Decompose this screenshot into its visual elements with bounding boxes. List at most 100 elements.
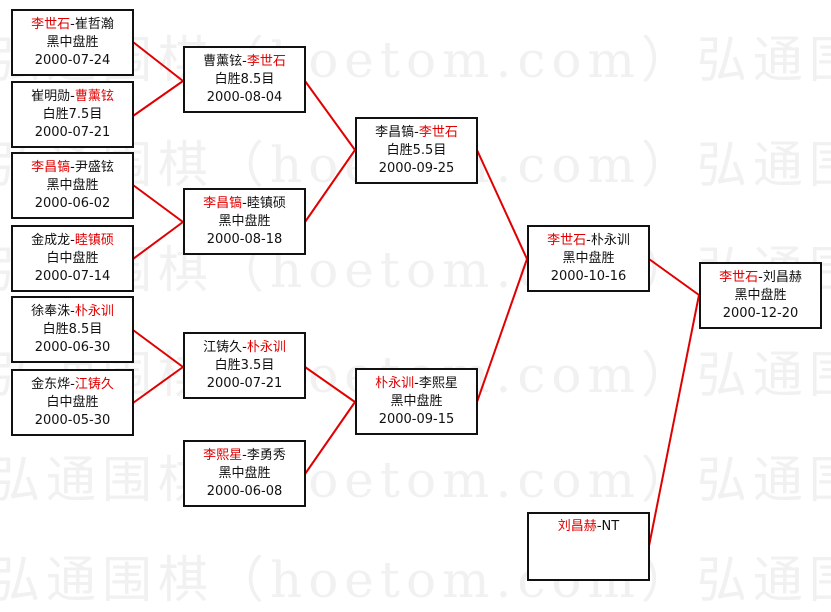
match-players: 李昌镐-尹盛铉 [31, 159, 114, 175]
match-date: 2000-06-08 [206, 483, 283, 499]
player-name: 李世石 [246, 53, 286, 69]
match-result: 黑中盘胜 [562, 250, 615, 266]
match-result: 白胜7.5目 [42, 106, 103, 122]
match-players: 李昌镐-睦镇硕 [203, 195, 286, 211]
bracket-connector [132, 80, 184, 117]
match-box: 崔明勋-曹薰铉 白胜7.5目 2000-07-21 [11, 81, 134, 148]
match-result: 白胜5.5目 [386, 142, 447, 158]
player-name: 李昌镐 [31, 159, 71, 175]
bracket-connector [476, 258, 528, 403]
player-name: 朴永训 [74, 303, 114, 319]
match-players: 朴永训-李熙星 [375, 375, 458, 391]
bracket-connector [476, 149, 528, 260]
match-box: 金东烨-江铸久 白中盘胜 2000-05-30 [11, 369, 134, 436]
match-result: 黑中盘胜 [390, 393, 443, 409]
bracket-connector [304, 366, 356, 403]
match-date: 2000-09-25 [378, 160, 455, 176]
match-result: 黑中盘胜 [218, 213, 271, 229]
player-name: 李勇秀 [246, 447, 286, 463]
match-date: 2000-09-15 [378, 411, 455, 427]
player-name: 李熙星 [418, 375, 458, 391]
player-name: 李昌镐 [203, 195, 243, 211]
match-date: 2000-08-18 [206, 231, 283, 247]
match-date: 2000-06-30 [34, 339, 111, 355]
match-players: 李世石-刘昌赫 [719, 269, 802, 285]
player-name: 金成龙 [31, 232, 71, 248]
player-name: 刘昌赫 [762, 269, 802, 285]
match-date: 2000-05-30 [34, 412, 111, 428]
match-box: 刘昌赫-NT [527, 512, 650, 581]
match-players: 李昌镐-李世石 [375, 124, 458, 140]
match-players: 李世石-朴永训 [547, 232, 630, 248]
match-date: 2000-07-21 [34, 124, 111, 140]
match-result: 黑中盘胜 [734, 287, 787, 303]
match-players: 金东烨-江铸久 [31, 376, 114, 392]
player-name: 李世石 [31, 16, 71, 32]
player-name: 金东烨 [31, 376, 71, 392]
match-players: 徐奉洙-朴永训 [31, 303, 114, 319]
match-box: 李世石-崔哲瀚 黑中盘胜 2000-07-24 [11, 9, 134, 76]
match-box: 朴永训-李熙星 黑中盘胜 2000-09-15 [355, 368, 478, 435]
match-date: 2000-07-24 [34, 52, 111, 68]
match-date: 2000-07-14 [34, 268, 111, 284]
player-name: 李熙星 [203, 447, 243, 463]
match-result: 白胜8.5目 [214, 71, 275, 87]
bracket-connector [648, 294, 700, 547]
player-name: 李世石 [547, 232, 587, 248]
match-players: 金成龙-睦镇硕 [31, 232, 114, 248]
match-players: 刘昌赫-NT [557, 519, 620, 534]
player-name: 曹薰铉 [203, 53, 243, 69]
bracket-lines [132, 41, 700, 547]
player-name: 李昌镐 [375, 124, 415, 140]
bracket-connector [648, 258, 700, 296]
match-box: 曹薰铉-李世石 白胜8.5目 2000-08-04 [183, 46, 306, 113]
bracket-connector [132, 329, 184, 368]
match-date: 2000-06-02 [34, 195, 111, 211]
match-box: 李昌镐-李世石 白胜5.5目 2000-09-25 [355, 117, 478, 184]
player-name: 徐奉洙 [31, 303, 71, 319]
player-name: 李世石 [719, 269, 759, 285]
bracket-connector [132, 41, 184, 82]
match-players: 崔明勋-曹薰铉 [31, 88, 114, 104]
player-name: 崔哲瀚 [74, 16, 114, 32]
bracket-connector [132, 221, 184, 260]
player-name: 曹薰铉 [74, 88, 114, 104]
bracket-connector [132, 366, 184, 404]
match-date: 2000-10-16 [550, 268, 627, 284]
bracket-connector [304, 401, 356, 475]
match-date: 2000-07-21 [206, 375, 283, 391]
player-name: 江铸久 [74, 376, 114, 392]
bracket-connector [304, 149, 356, 223]
match-date: 2000-12-20 [722, 305, 799, 321]
player-name: 睦镇硕 [246, 195, 286, 211]
player-name: 睦镇硕 [74, 232, 114, 248]
player-name: 尹盛铉 [74, 159, 114, 175]
match-result: 白中盘胜 [46, 394, 99, 410]
bracket-connector [304, 80, 356, 151]
player-name: 朴永训 [590, 232, 630, 248]
player-name: NT [601, 519, 620, 534]
player-name: 朴永训 [246, 339, 286, 355]
match-date: 2000-08-04 [206, 89, 283, 105]
match-result: 黑中盘胜 [218, 465, 271, 481]
player-name: 刘昌赫 [557, 519, 597, 534]
match-result: 白胜3.5目 [214, 357, 275, 373]
match-players: 李熙星-李勇秀 [203, 447, 286, 463]
match-box: 徐奉洙-朴永训 白胜8.5目 2000-06-30 [11, 296, 134, 363]
player-name: 朴永训 [375, 375, 415, 391]
match-box: 李熙星-李勇秀 黑中盘胜 2000-06-08 [183, 440, 306, 507]
match-box: 金成龙-睦镇硕 白中盘胜 2000-07-14 [11, 225, 134, 292]
match-result: 白中盘胜 [46, 250, 99, 266]
match-box: 李世石-朴永训 黑中盘胜 2000-10-16 [527, 225, 650, 292]
match-box: 李昌镐-尹盛铉 黑中盘胜 2000-06-02 [11, 152, 134, 219]
bracket-connector [132, 184, 184, 223]
player-name: 江铸久 [203, 339, 243, 355]
match-players: 江铸久-朴永训 [203, 339, 286, 355]
match-box: 李世石-刘昌赫 黑中盘胜 2000-12-20 [699, 262, 822, 329]
player-name: 李世石 [418, 124, 458, 140]
match-players: 李世石-崔哲瀚 [31, 16, 114, 32]
match-result: 黑中盘胜 [46, 177, 99, 193]
match-result: 白胜8.5目 [42, 321, 103, 337]
match-box: 江铸久-朴永训 白胜3.5目 2000-07-21 [183, 332, 306, 399]
match-players: 曹薰铉-李世石 [203, 53, 286, 69]
